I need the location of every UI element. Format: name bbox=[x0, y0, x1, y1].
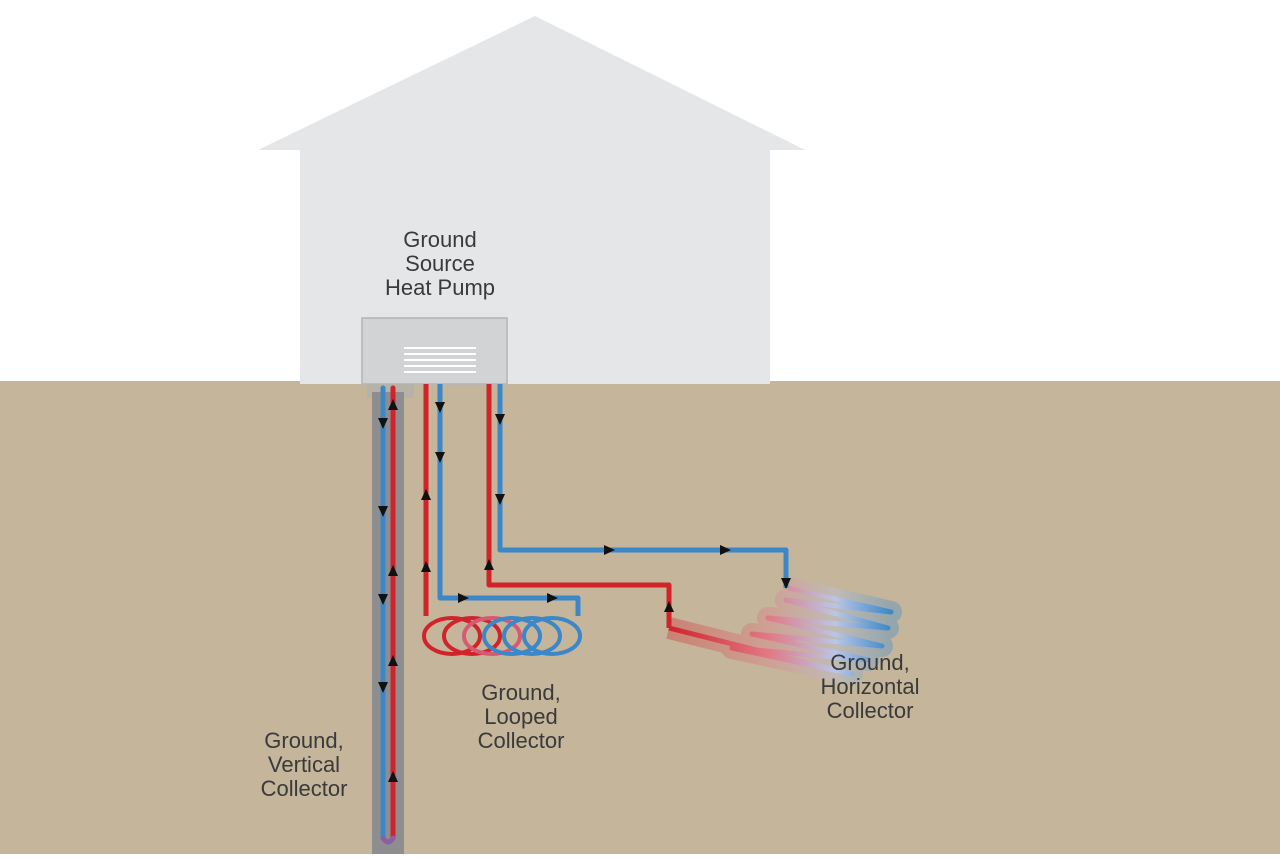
arrow-down-icon bbox=[378, 682, 388, 693]
looped-coils bbox=[422, 616, 582, 656]
arrow-up-icon bbox=[421, 489, 431, 500]
arrow-down-icon bbox=[378, 418, 388, 429]
vertical-collector-label: Ground, Vertical Collector bbox=[240, 729, 368, 801]
heat-pump-label: Ground Source Heat Pump bbox=[360, 228, 520, 300]
arrow-down-icon bbox=[781, 578, 791, 589]
label-line: Ground, bbox=[830, 650, 910, 675]
label-line: Ground, bbox=[481, 680, 561, 705]
arrow-right-icon bbox=[547, 593, 558, 603]
horizontal-coil-bed bbox=[666, 577, 902, 685]
horizontal-collector-label: Ground, Horizontal Collector bbox=[800, 651, 940, 723]
borehole bbox=[372, 392, 404, 854]
arrow-up-icon bbox=[388, 565, 398, 576]
arrow-right-icon bbox=[458, 593, 469, 603]
label-line: Vertical bbox=[267, 752, 341, 777]
label-line: Collector bbox=[477, 728, 565, 753]
label-line: Source bbox=[405, 251, 475, 276]
label-line: Collector bbox=[260, 776, 348, 801]
label-line: Looped bbox=[484, 704, 558, 729]
arrow-up-icon bbox=[421, 561, 431, 572]
label-line: Collector bbox=[826, 698, 914, 723]
arrow-right-icon bbox=[720, 545, 731, 555]
flow-arrows bbox=[378, 399, 791, 782]
vertical-collector-pipes bbox=[380, 385, 396, 845]
house bbox=[258, 16, 805, 384]
arrow-up-icon bbox=[484, 559, 494, 570]
arrow-up-icon bbox=[388, 399, 398, 410]
arrow-up-icon bbox=[664, 601, 674, 612]
label-line: Heat Pump bbox=[384, 275, 496, 300]
label-line: Horizontal bbox=[820, 674, 920, 699]
arrow-right-icon bbox=[604, 545, 615, 555]
arrow-down-icon bbox=[435, 402, 445, 413]
arrow-down-icon bbox=[495, 494, 505, 505]
arrow-up-icon bbox=[388, 655, 398, 666]
arrow-up-icon bbox=[388, 771, 398, 782]
looped-collector-label: Ground, Looped Collector bbox=[456, 681, 586, 753]
heat-pump-unit bbox=[361, 317, 508, 398]
label-line: Ground bbox=[403, 227, 477, 252]
arrow-down-icon bbox=[378, 506, 388, 517]
label-line: Ground, bbox=[264, 728, 344, 753]
vent-icon bbox=[404, 347, 476, 373]
arrow-down-icon bbox=[495, 414, 505, 425]
ground bbox=[0, 381, 1280, 854]
arrow-down-icon bbox=[435, 452, 445, 463]
arrow-down-icon bbox=[378, 594, 388, 605]
